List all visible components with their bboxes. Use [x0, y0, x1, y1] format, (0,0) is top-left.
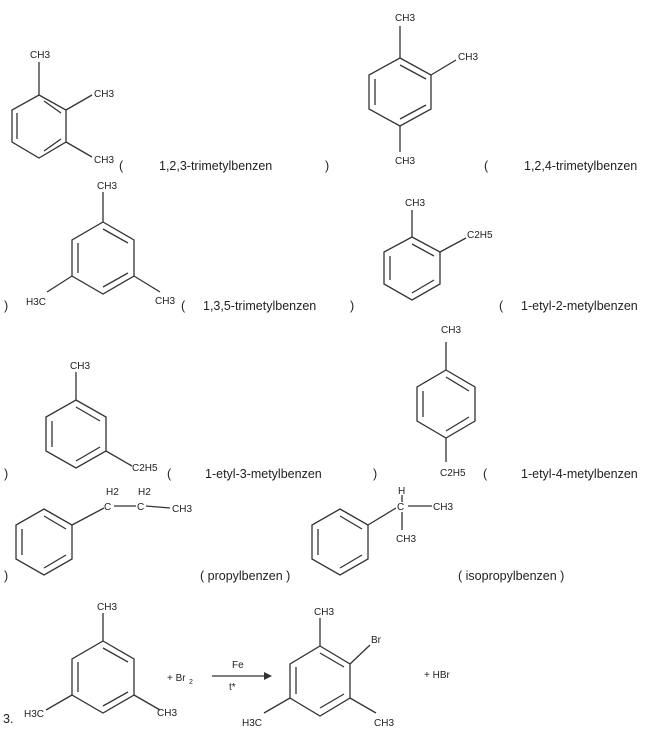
paren-open: (: [483, 467, 488, 481]
methyl-label: H3C: [242, 718, 262, 729]
reaction-number: 3.: [3, 712, 13, 726]
structure-135-trimethylbenzene: CH3 CH3 H3C: [26, 181, 175, 308]
reaction-arrow: [212, 672, 272, 680]
product-bromomesitylene: CH3 Br CH3 H3C: [242, 607, 394, 729]
ethyl-label: C2H5: [467, 230, 493, 241]
carbon-label: C: [137, 502, 144, 513]
compound-name-2: 1,2,4-trimetylbenzen: [524, 159, 637, 173]
paren-open: (: [499, 299, 504, 313]
paren-open: (: [484, 159, 489, 173]
structure-124-trimethylbenzene: CH3 CH3 CH3: [368, 13, 478, 167]
structure-1-ethyl-2-methylbenzene: CH3 C2H5: [383, 198, 493, 301]
methyl-label: CH3: [94, 155, 114, 166]
methyl-label: CH3: [97, 602, 117, 613]
condition-label: t*: [229, 682, 236, 693]
methyl-label: CH3: [395, 13, 415, 24]
methyl-label: CH3: [30, 50, 50, 61]
methyl-label: CH3: [396, 534, 416, 545]
paren-close: ): [4, 299, 8, 313]
byproduct-hbr: + HBr: [424, 670, 451, 681]
methyl-label: CH3: [405, 198, 425, 209]
ethyl-label: C2H5: [132, 463, 158, 474]
methyl-label: CH3: [157, 708, 177, 719]
paren-open: (: [181, 299, 186, 313]
hydrogen-label: H: [398, 486, 405, 497]
bromine-label: Br: [371, 635, 382, 646]
compound-name-7: ( propylbenzen ): [200, 569, 290, 583]
structure-propylbenzene: H2 C H2 C CH3: [15, 487, 192, 576]
methyl-label: CH3: [172, 504, 192, 515]
paren-close: ): [350, 299, 354, 313]
structure-123-trimethylbenzene: CH3 CH3 CH3: [11, 50, 114, 166]
structure-1-ethyl-4-methylbenzene: CH3 C2H5: [416, 325, 476, 479]
paren-open: (: [167, 467, 172, 481]
methyl-label: H3C: [26, 297, 46, 308]
reagent-bromine: + Br: [167, 673, 186, 684]
methyl-label: CH3: [155, 296, 175, 307]
methyl-label: CH3: [314, 607, 334, 618]
methyl-label: CH3: [395, 156, 415, 167]
methylene-label: H2: [138, 487, 151, 498]
reactant-mesitylene: CH3 CH3 H3C: [24, 602, 177, 720]
structure-isopropylbenzene: H C CH3 CH3: [311, 486, 453, 576]
ethyl-label: C2H5: [440, 468, 466, 479]
methyl-label: CH3: [458, 52, 478, 63]
paren-close: ): [325, 159, 329, 173]
methyl-label: CH3: [94, 89, 114, 100]
structure-1-ethyl-3-methylbenzene: CH3 C2H5: [45, 361, 158, 474]
methylene-label: H2: [106, 487, 119, 498]
compound-name-4: 1-etyl-2-metylbenzen: [521, 299, 638, 313]
paren-open: (: [119, 159, 124, 173]
compound-name-3: 1,3,5-trimetylbenzen: [203, 299, 316, 313]
reagent-subscript: 2: [189, 679, 193, 686]
methyl-label: CH3: [374, 718, 394, 729]
methyl-label: CH3: [97, 181, 117, 192]
methyl-label: H3C: [24, 709, 44, 720]
methyl-label: CH3: [433, 502, 453, 513]
compound-name-6: 1-etyl-4-metylbenzen: [521, 467, 638, 481]
methyl-label: CH3: [70, 361, 90, 372]
paren-close: ): [4, 569, 8, 583]
carbon-label: C: [397, 502, 404, 513]
paren-close: ): [373, 467, 377, 481]
methyl-label: CH3: [441, 325, 461, 336]
paren-close: ): [4, 467, 8, 481]
catalyst-label: Fe: [232, 660, 244, 671]
compound-name-5: 1-etyl-3-metylbenzen: [205, 467, 322, 481]
carbon-label: C: [104, 502, 111, 513]
compound-name-8: ( isopropylbenzen ): [458, 569, 564, 583]
compound-name-1: 1,2,3-trimetylbenzen: [159, 159, 272, 173]
